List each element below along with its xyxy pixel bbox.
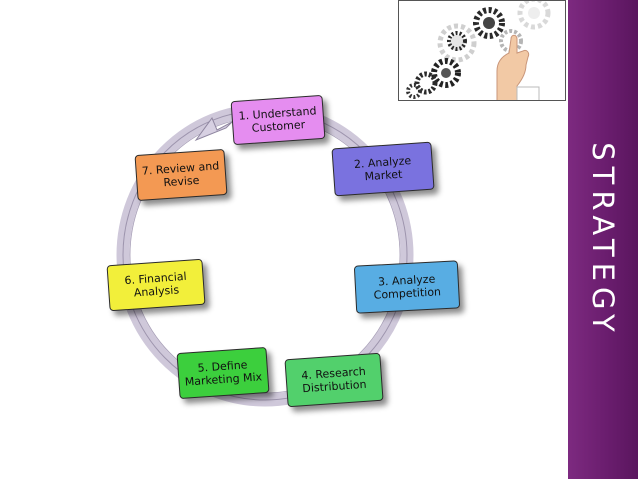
step-label: 7. Review and Revise (141, 159, 220, 190)
sidebar-panel (568, 0, 638, 479)
cycle-arrow-icon (194, 116, 233, 142)
step-understand-customer: 1. Understand Customer (230, 94, 326, 146)
step-review-and-revise: 7. Review and Revise (134, 148, 228, 202)
step-label: 4. Research Distribution (300, 364, 367, 396)
step-label: 5. Define Marketing Mix (184, 358, 263, 389)
step-label: 6. Financial Analysis (124, 269, 188, 300)
step-label: 3. Analyze Competition (373, 272, 442, 302)
step-label: 2. Analyze Market (353, 154, 412, 184)
step-financial-analysis: 6. Financial Analysis (106, 258, 206, 312)
step-label: 1. Understand Customer (238, 104, 317, 135)
slide-title: STRATEGY (586, 142, 620, 338)
hand-icon (496, 34, 540, 100)
gears-icon (406, 1, 551, 99)
gears-hand-image (398, 0, 566, 101)
step-define-marketing-mix: 5. Define Marketing Mix (176, 346, 270, 400)
step-analyze-market: 2. Analyze Market (331, 141, 435, 197)
step-analyze-competition: 3. Analyze Competition (353, 260, 461, 314)
step-research-distribution: 4. Research Distribution (284, 352, 384, 408)
